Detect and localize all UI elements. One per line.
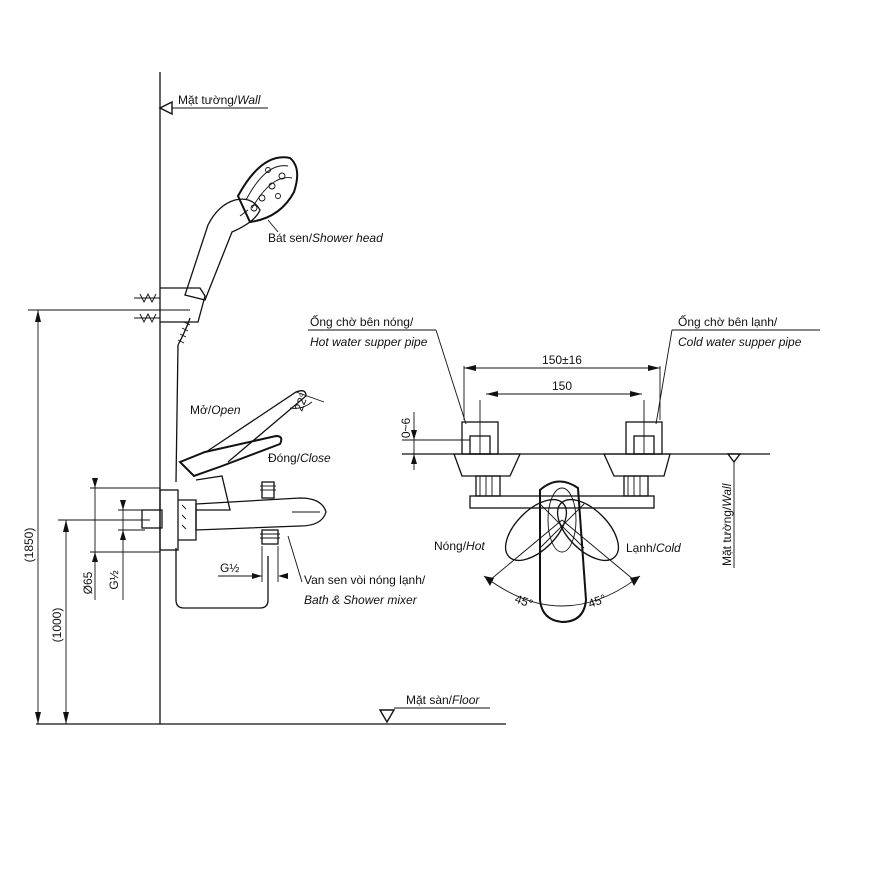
wall-label-front: Mặt tường/Wall bbox=[720, 483, 734, 566]
wall-label: Mặt tường/Wall bbox=[178, 93, 261, 107]
wall-arrow-front-icon bbox=[726, 453, 742, 464]
hot-pipe-label-vn: Ống chờ bên nóng/ bbox=[310, 314, 414, 329]
cold-pipe-label-en: Cold water supper pipe bbox=[678, 335, 802, 349]
mixer-front-body bbox=[453, 453, 671, 624]
mixer-label-en: Bath & Shower mixer bbox=[304, 593, 418, 607]
bath-shower-mixer bbox=[141, 390, 327, 609]
floor-arrow-icon bbox=[378, 709, 396, 724]
front-view: Mặt tường/Wall 0~6 150±16 150 bbox=[308, 314, 820, 624]
dimension-150-16: 150±16 bbox=[542, 353, 582, 367]
shower-hose bbox=[175, 344, 179, 483]
hot-label: Nóng/Hot bbox=[434, 539, 485, 553]
dimension-g-half-bottom: G½ bbox=[220, 561, 239, 575]
dimension-0-6: 0~6 bbox=[399, 417, 413, 438]
open-label: Mở/Open bbox=[190, 403, 241, 417]
dimension-g-half-vertical: G½ bbox=[107, 570, 121, 589]
dimension-1000: (1000) bbox=[50, 608, 64, 643]
side-view: Mặt tường/Wall Mặt sàn/Floor (1850) (100… bbox=[22, 72, 506, 725]
rotation-arc bbox=[483, 575, 641, 607]
angle-45-right: 45° bbox=[586, 591, 608, 610]
wall-arrow-icon bbox=[158, 100, 173, 116]
shower-head bbox=[177, 156, 299, 346]
angle-22-label: 22° bbox=[292, 391, 311, 413]
floor-label: Mặt sàn/Floor bbox=[406, 693, 480, 707]
shower-holder bbox=[160, 287, 206, 323]
shower-head-label: Bát sen/Shower head bbox=[268, 231, 383, 245]
cold-label: Lạnh/Cold bbox=[626, 541, 681, 555]
angle-45-left: 45° bbox=[513, 592, 535, 611]
hot-pipe-label-en: Hot water supper pipe bbox=[310, 335, 428, 349]
mixer-label-vn: Van sen vòi nóng lạnh/ bbox=[304, 573, 426, 587]
dimension-1850: (1850) bbox=[22, 528, 36, 563]
dimension-dia-65: Ø65 bbox=[81, 571, 95, 594]
dimension-150: 150 bbox=[552, 379, 572, 393]
hot-supply-pipe bbox=[461, 400, 499, 455]
cold-pipe-label-vn: Ống chờ bên lạnh/ bbox=[678, 314, 778, 329]
wall-anchor-icon bbox=[134, 292, 160, 324]
cold-supply-pipe bbox=[625, 400, 663, 455]
close-label: Đóng/Close bbox=[268, 451, 331, 465]
